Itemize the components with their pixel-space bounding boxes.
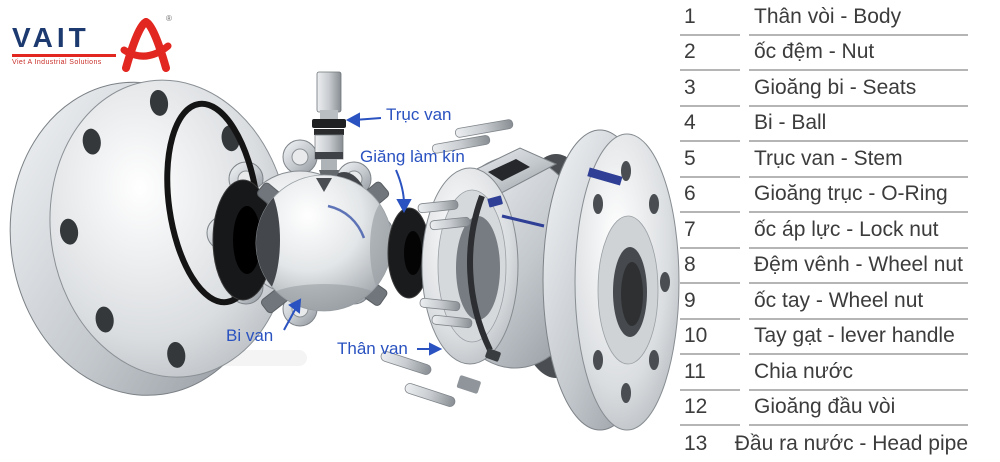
flange-stripe bbox=[587, 167, 623, 186]
logo-tagline: Viet A Industrial Solutions bbox=[12, 59, 102, 66]
part-label: Đệm vênh - Wheel nut bbox=[749, 249, 968, 284]
part-number: 12 bbox=[680, 391, 740, 426]
part-number: 6 bbox=[680, 178, 740, 213]
left-seat-ring bbox=[212, 179, 274, 301]
part-label: Tay gạt - lever handle bbox=[749, 320, 968, 355]
ball-valve-exploded-diagram bbox=[9, 71, 680, 431]
part-number: 10 bbox=[680, 320, 740, 355]
part-number: 13 bbox=[684, 431, 708, 455]
part-label: Đầu ra nước - Head pipe bbox=[734, 431, 968, 455]
parts-row: 12 Gioăng đầu vòi bbox=[680, 391, 968, 426]
label-body: Thân van bbox=[337, 339, 408, 358]
label-seal: Giăng làm kín bbox=[360, 147, 465, 166]
stem-assembly bbox=[312, 71, 346, 188]
registered-mark: ® bbox=[166, 14, 172, 23]
parts-row: 2 ốc đệm - Nut bbox=[680, 36, 968, 71]
part-number: 7 bbox=[680, 213, 740, 249]
part-number: 8 bbox=[680, 249, 740, 284]
part-number: 2 bbox=[680, 36, 740, 71]
part-label: ốc đệm - Nut bbox=[749, 36, 968, 71]
parts-row: 13 Đầu ra nước - Head pipe bbox=[680, 426, 968, 462]
label-stem: Trục van bbox=[386, 105, 452, 124]
logo-brand-text: VAIT bbox=[12, 22, 90, 53]
part-number: 9 bbox=[680, 284, 740, 320]
vaita-logo: VAIT Viet A Industrial Solutions ® bbox=[12, 12, 182, 72]
part-label: Thân vòi - Body bbox=[749, 0, 968, 36]
parts-row: 4 Bi - Ball bbox=[680, 107, 968, 142]
logo-a-mark-icon bbox=[120, 18, 172, 72]
right-seat-ring bbox=[387, 207, 431, 299]
part-label: Bi - Ball bbox=[749, 107, 968, 142]
annotation-arrows bbox=[283, 112, 443, 356]
part-number: 4 bbox=[680, 107, 740, 142]
part-label: ốc áp lực - Lock nut bbox=[749, 213, 968, 249]
part-number: 11 bbox=[680, 355, 740, 391]
parts-row: 8 Đệm vênh - Wheel nut bbox=[680, 249, 968, 284]
part-label: Gioăng trục - O-Ring bbox=[749, 178, 968, 213]
right-flange bbox=[542, 129, 680, 431]
parts-row: 10 Tay gạt - lever handle bbox=[680, 320, 968, 355]
parts-row: 6 Gioăng trục - O-Ring bbox=[680, 178, 968, 213]
ball bbox=[255, 174, 393, 312]
part-label: ốc tay - Wheel nut bbox=[749, 284, 968, 320]
logo-underline bbox=[12, 54, 116, 57]
part-label: Gioăng bi - Seats bbox=[749, 71, 968, 107]
part-number: 5 bbox=[680, 142, 740, 178]
part-label: Chia nước bbox=[749, 355, 968, 391]
part-label: Gioăng đầu vòi bbox=[749, 391, 968, 426]
label-ball: Bi van bbox=[226, 326, 274, 345]
part-number: 3 bbox=[680, 71, 740, 107]
part-label: Trục van - Stem bbox=[749, 142, 968, 178]
part-number: 1 bbox=[680, 0, 740, 36]
